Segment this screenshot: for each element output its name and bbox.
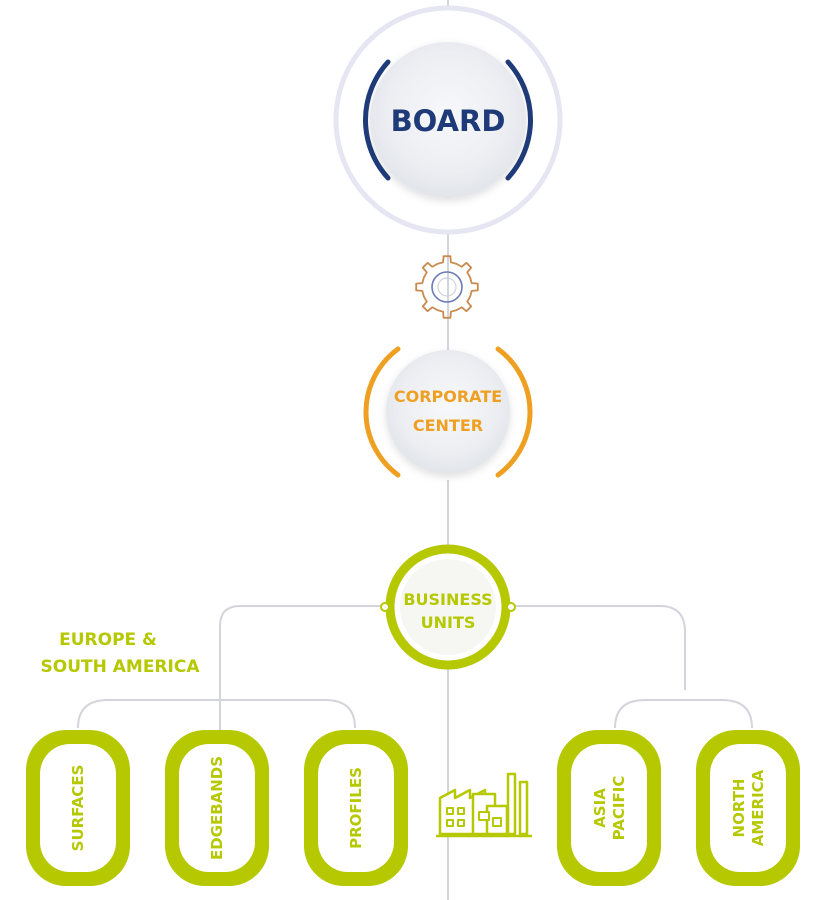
unit-north-america-label-line2: AMERICA bbox=[749, 769, 767, 846]
region-label-line2: SOUTH AMERICA bbox=[41, 657, 201, 677]
unit-surfaces: SURFACES bbox=[26, 730, 130, 886]
center-right-bracket bbox=[495, 346, 533, 478]
board-left-bracket bbox=[363, 59, 391, 181]
business-units-left-dot bbox=[380, 602, 390, 612]
business-units-node: BUSINESS UNITS bbox=[380, 544, 516, 670]
branch-europe-line bbox=[219, 605, 382, 740]
branch-europe-arc bbox=[77, 699, 356, 729]
factory-icon bbox=[436, 772, 532, 838]
region-label: EUROPE & SOUTH AMERICA bbox=[41, 630, 201, 677]
board-label: BOARD bbox=[391, 104, 506, 138]
gear-icon bbox=[415, 255, 479, 319]
unit-edgebands-label: EDGEBANDS bbox=[208, 756, 226, 860]
unit-north-america: NORTH AMERICA bbox=[696, 730, 800, 886]
unit-asia-pacific-label-line1: ASIA bbox=[591, 788, 609, 828]
unit-profiles-label: PROFILES bbox=[347, 767, 365, 849]
unit-asia-pacific: ASIA PACIFIC bbox=[557, 730, 661, 886]
corporate-center-label-line2: CENTER bbox=[413, 416, 483, 435]
board-node: BOARD bbox=[333, 5, 563, 235]
branch-asia-line bbox=[512, 605, 686, 690]
corporate-center-node: CORPORATE CENTER bbox=[363, 346, 533, 478]
business-units-label-line1: BUSINESS bbox=[403, 590, 492, 609]
unit-surfaces-label: SURFACES bbox=[69, 765, 87, 852]
board-right-bracket bbox=[505, 59, 533, 181]
business-units-right-dot bbox=[506, 602, 516, 612]
unit-edgebands: EDGEBANDS bbox=[165, 730, 269, 886]
corporate-center-label-line1: CORPORATE bbox=[394, 387, 502, 406]
unit-asia-pacific-label-line2: PACIFIC bbox=[610, 776, 628, 841]
unit-profiles: PROFILES bbox=[304, 730, 408, 886]
unit-north-america-label-line1: NORTH bbox=[730, 779, 748, 838]
center-left-bracket bbox=[363, 346, 401, 478]
region-label-line1: EUROPE & bbox=[59, 630, 157, 650]
branch-asia-arc bbox=[614, 699, 753, 729]
business-units-label-line2: UNITS bbox=[421, 613, 476, 632]
